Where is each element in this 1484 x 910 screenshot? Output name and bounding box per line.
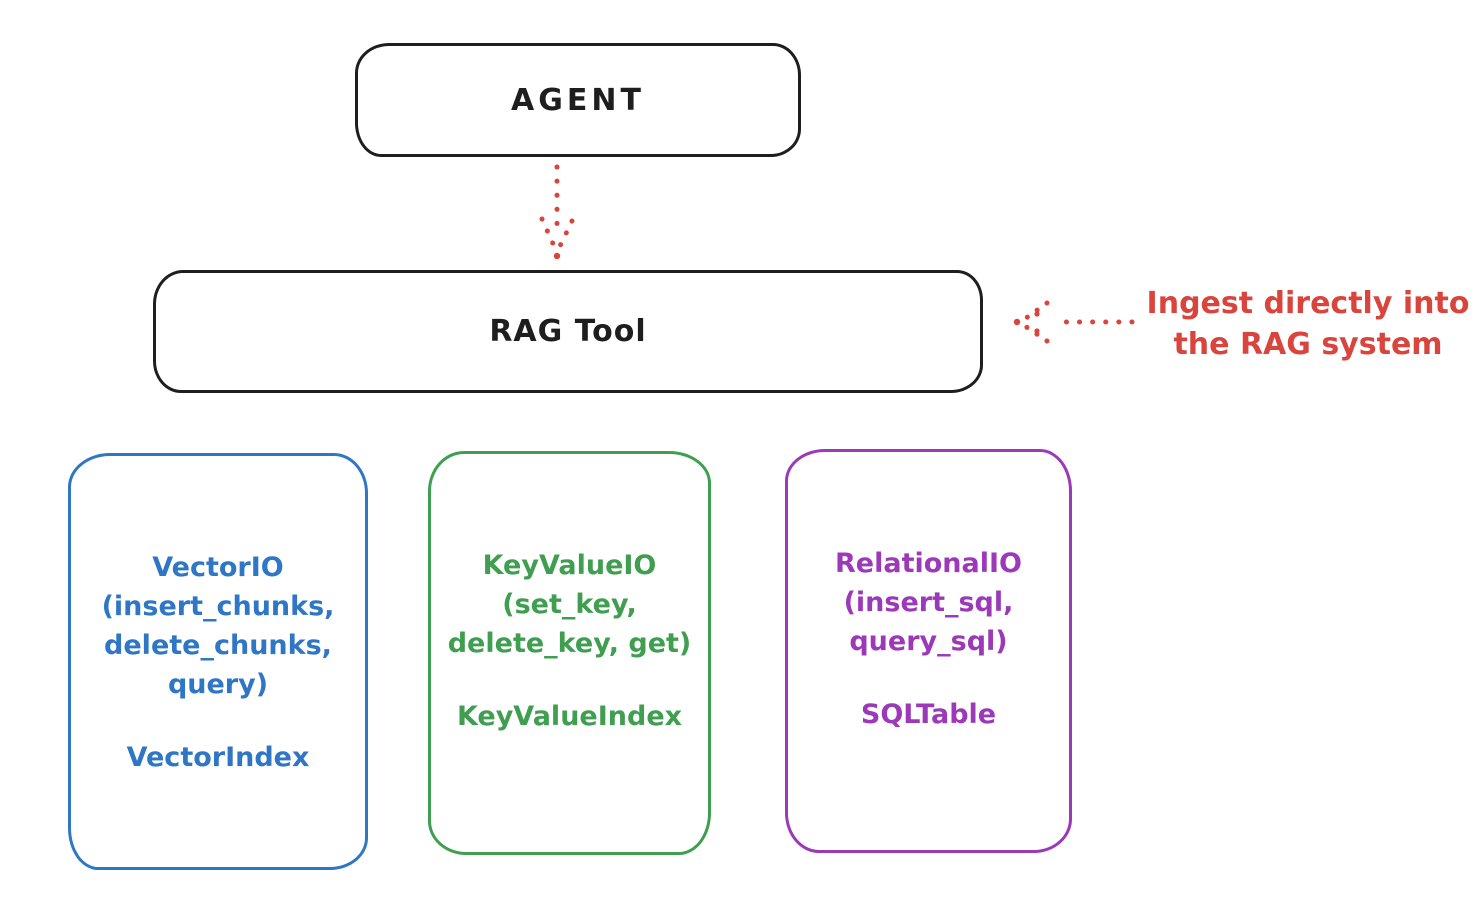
agent-box: AGENT (355, 43, 801, 157)
backend-index-key-value-io: KeyValueIndex (456, 701, 683, 732)
rag-tool-label: RAG Tool (489, 314, 647, 349)
ingest-arrow-icon (1013, 300, 1135, 344)
backend-title-relational-io: RelationalIO (insert_sql, query_sql) (835, 548, 1022, 657)
ingest-annotation: Ingest directly into the RAG system (1146, 286, 1470, 362)
backend-title-vector-io: VectorIO (insert_chunks, delete_chunks, … (101, 552, 335, 700)
backend-box-vector-io: VectorIO (insert_chunks, delete_chunks, … (68, 453, 368, 870)
backend-index-vector-io: VectorIndex (126, 742, 310, 773)
backend-title-key-value-io: KeyValueIO (set_key, delete_key, get) (447, 550, 692, 659)
agent-to-rag-arrow-icon (539, 164, 575, 260)
backend-box-relational-io: RelationalIO (insert_sql, query_sql) SQL… (785, 449, 1072, 853)
backend-box-key-value-io: KeyValueIO (set_key, delete_key, get) Ke… (428, 451, 711, 855)
backend-index-relational-io: SQLTable (860, 699, 997, 730)
rag-tool-box: RAG Tool (153, 270, 983, 393)
agent-label: AGENT (511, 82, 645, 118)
